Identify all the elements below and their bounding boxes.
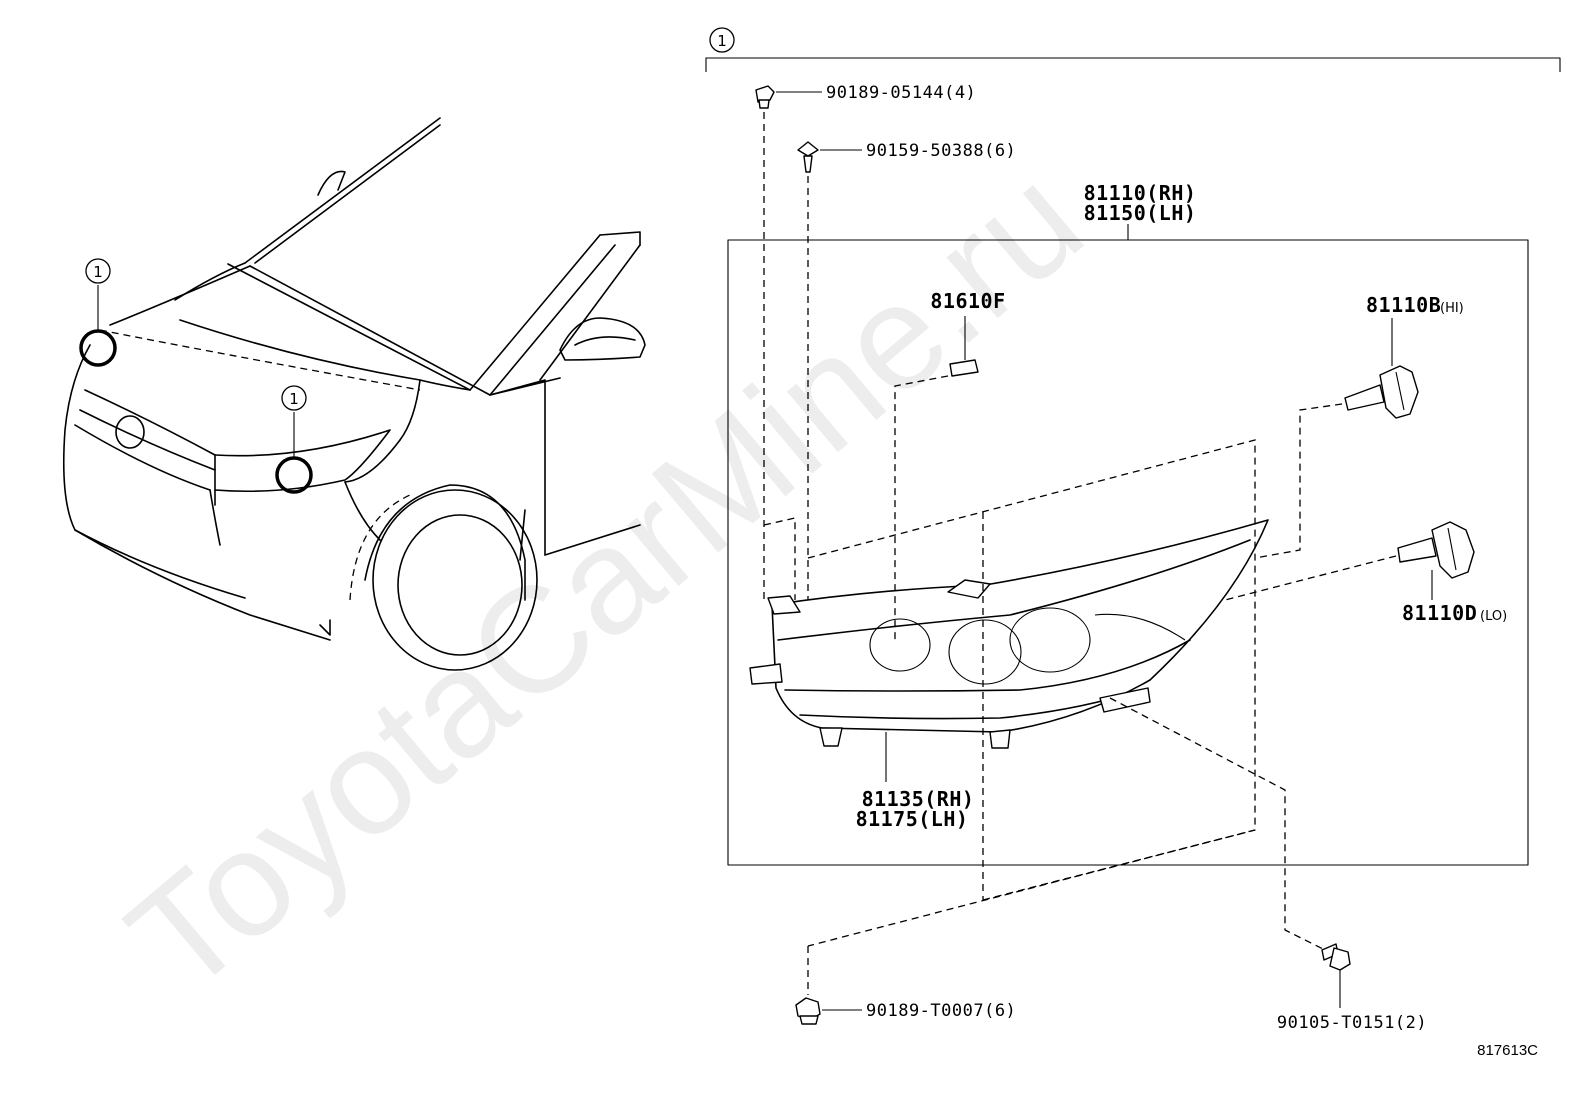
callout-marker-left (85, 258, 111, 284)
callout-marker-assembly (709, 27, 735, 53)
label-bulb-hi-suffix: (HI) (1440, 301, 1464, 316)
label-bolt-bottom: 90105-T0151(2) (1277, 1013, 1427, 1033)
nut-bottom-part: 90189-T0007(6) (795, 997, 1016, 1025)
vehicle-front-view: 1 1 (62, 117, 646, 671)
exploded-guide-lines (763, 439, 1326, 995)
headlamp-location-ring-left (79, 329, 117, 367)
label-headlamp-lh: 81150(LH) (1084, 201, 1197, 225)
clip-part: 90189-05144(4) (755, 83, 976, 600)
bolt-bottom-part: 90105-T0151(2) (1277, 943, 1427, 1033)
watermark: ToyotaCarMine.ru (98, 135, 1113, 1025)
callout-marker-center (281, 385, 307, 411)
label-nut-bottom: 90189-T0007(6) (866, 1001, 1016, 1021)
label-clip: 90189-05144(4) (826, 83, 976, 103)
label-bulb-small: 81610F (930, 289, 1005, 313)
small-bulb-part: 81610F (894, 289, 1005, 640)
lo-bulb-part: 81110D (LO) (1224, 521, 1507, 625)
headlamp-location-ring-right (275, 456, 313, 494)
label-bulb-lo-code: 81110D (1402, 601, 1477, 625)
screw-top-part: 90159-50388(6) (797, 141, 1016, 600)
label-bulb-lo-suffix: (LO) (1480, 609, 1507, 624)
label-cover-lh: 81175(LH) (856, 807, 969, 831)
label-headlamp-rh: 81110(RH) (1084, 181, 1197, 205)
headlamp-housing (749, 519, 1269, 749)
label-screw-top: 90159-50388(6) (866, 141, 1016, 161)
label-bulb-hi-code: 81110B (1366, 293, 1441, 317)
diagram-id: 817613C (1477, 1042, 1538, 1059)
cover-part: 81135(RH) 81175(LH) (856, 732, 975, 831)
hi-bulb-part: 81110B (HI) (1254, 293, 1464, 559)
label-cover-rh: 81135(RH) (862, 787, 975, 811)
callout-number-center: 1 (289, 390, 299, 408)
assembly-bracket: 1 (705, 27, 1561, 72)
callout-number-left: 1 (93, 263, 103, 281)
callout-number-assembly: 1 (717, 32, 727, 50)
